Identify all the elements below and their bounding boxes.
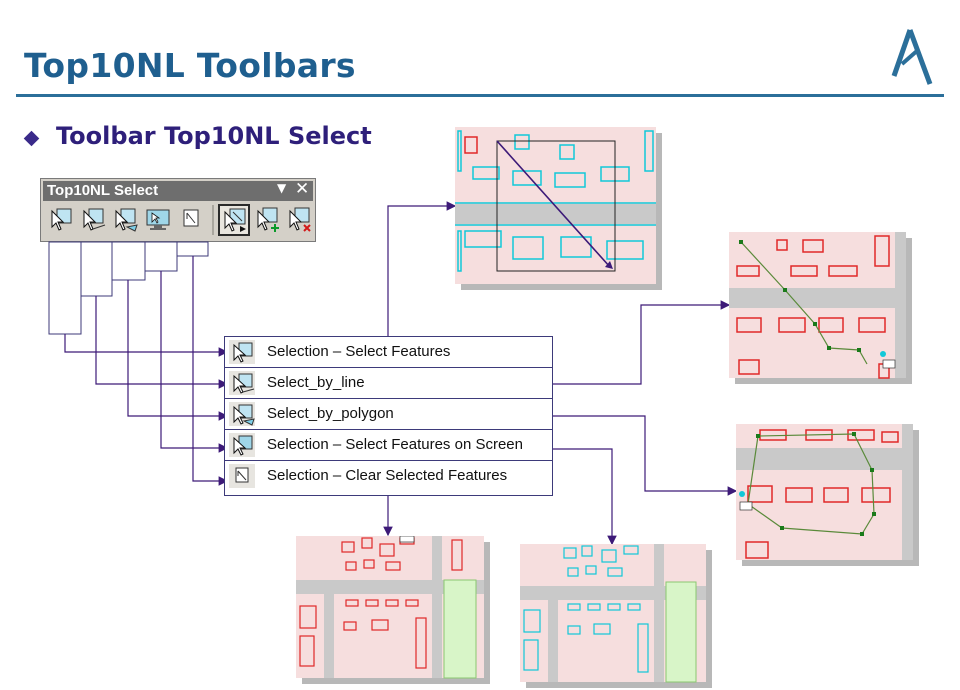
toolbar-top10nl-select: Top10NL Select ▼ ✕ xyxy=(40,178,316,242)
select-by-polygon-button[interactable] xyxy=(111,205,139,233)
title-divider xyxy=(16,94,944,97)
map-thumbnail-select-features xyxy=(455,127,662,290)
list-item[interactable]: Select_by_line xyxy=(225,368,552,399)
select-by-polygon-icon xyxy=(229,402,255,426)
command-label: Select_by_polygon xyxy=(267,405,394,422)
command-label: Selection – Select Features on Screen xyxy=(267,436,523,453)
map-thumbnail-select-by-line xyxy=(729,232,912,384)
command-label: Select_by_line xyxy=(267,374,365,391)
toolbar-separator xyxy=(212,205,214,235)
add-to-selection-button[interactable] xyxy=(253,205,281,233)
clear-selection-icon xyxy=(229,464,255,488)
clear-selection-icon xyxy=(183,209,199,227)
map-thumbnail-clear-selection xyxy=(520,544,712,688)
select-tool-icon xyxy=(224,208,246,232)
select-features-icon xyxy=(51,208,72,231)
add-to-selection-icon xyxy=(257,207,279,232)
section-heading: Toolbar Top10NL Select xyxy=(56,122,372,150)
command-list: Selection – Select Features Select_by_li… xyxy=(224,336,553,496)
select-features-icon xyxy=(229,340,255,364)
select-by-polygon-icon xyxy=(115,208,138,232)
toolbar-titlebar[interactable]: Top10NL Select ▼ ✕ xyxy=(43,179,313,201)
command-label: Selection – Clear Selected Features xyxy=(267,467,508,484)
list-item[interactable]: Selection – Select Features xyxy=(225,337,552,368)
remove-from-selection-icon xyxy=(289,207,311,232)
select-on-screen-button[interactable] xyxy=(144,205,172,233)
select-by-line-icon xyxy=(83,208,106,231)
select-on-screen-icon xyxy=(229,433,255,457)
clear-selection-button[interactable] xyxy=(177,205,205,233)
list-item[interactable]: Select_by_polygon xyxy=(225,399,552,430)
select-by-line-button[interactable] xyxy=(79,205,107,233)
close-icon[interactable]: ✕ xyxy=(295,179,310,199)
list-item[interactable]: Selection – Clear Selected Features xyxy=(225,461,552,492)
toolbar-title: Top10NL Select xyxy=(47,182,159,199)
select-by-line-icon xyxy=(229,371,255,395)
remove-from-selection-button[interactable] xyxy=(285,205,313,233)
command-label: Selection – Select Features xyxy=(267,343,451,360)
list-item[interactable]: Selection – Select Features on Screen xyxy=(225,430,552,461)
map-thumbnail-select-by-polygon xyxy=(736,424,919,566)
page-title: Top10NL Toolbars xyxy=(24,46,356,85)
select-tool-button[interactable] xyxy=(218,204,250,236)
logo-icon xyxy=(891,29,933,85)
select-on-screen-icon xyxy=(146,209,170,230)
select-features-button[interactable] xyxy=(47,205,75,233)
toolbar-bracket-lines xyxy=(48,241,209,335)
map-thumbnail-select-on-screen xyxy=(296,536,490,684)
dropdown-arrow-icon[interactable]: ▼ xyxy=(277,181,287,195)
